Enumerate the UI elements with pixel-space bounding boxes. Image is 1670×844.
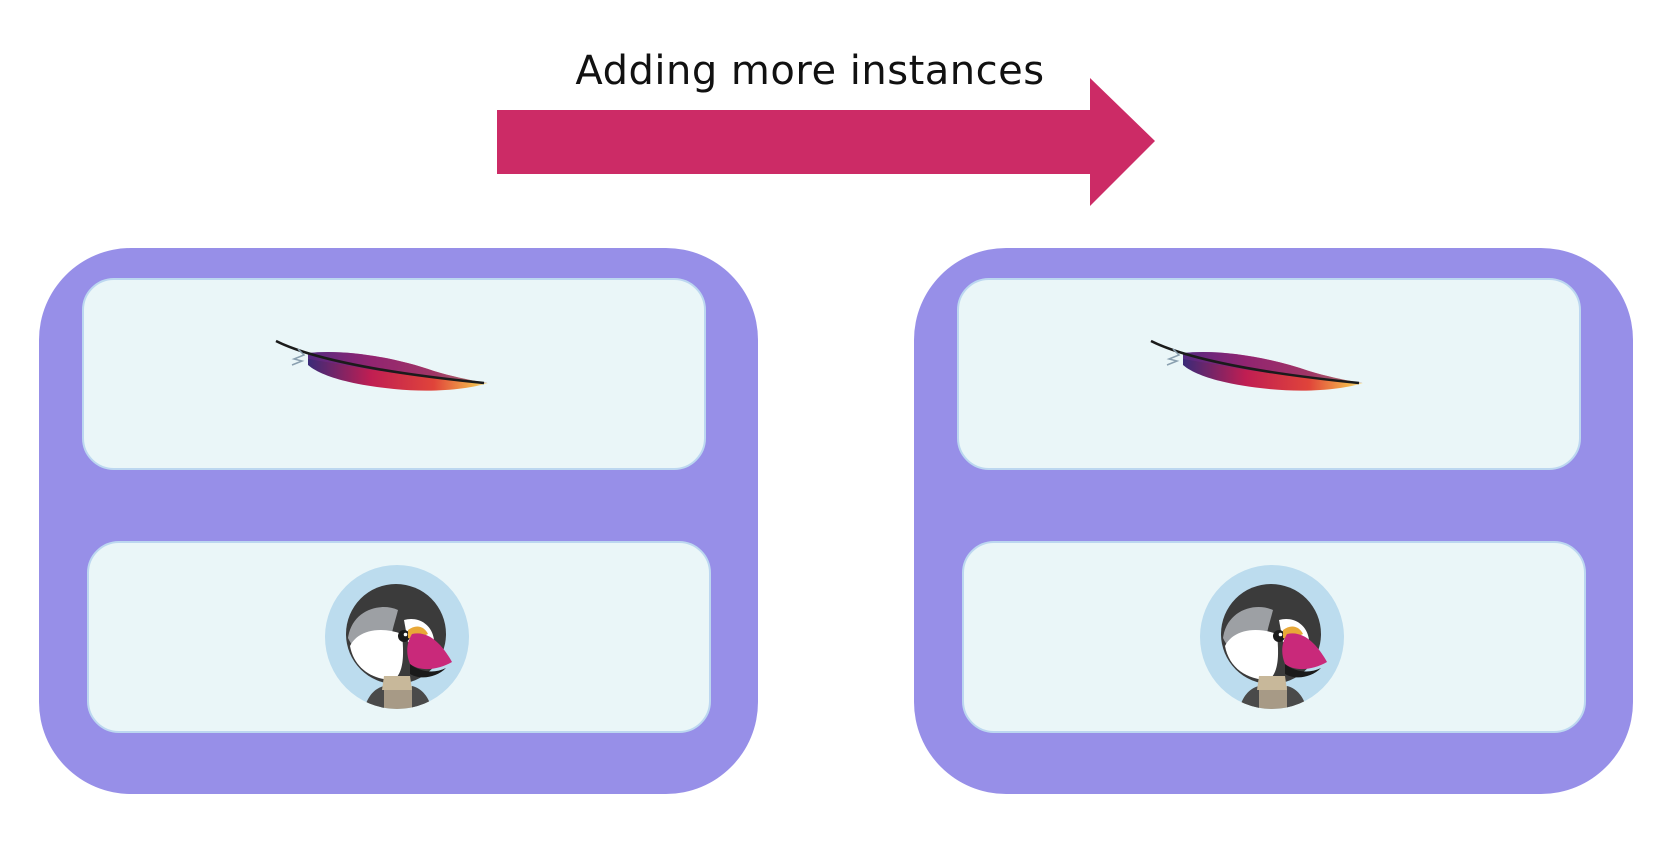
prestashop-puffin-icon xyxy=(325,565,469,709)
instance-after xyxy=(914,248,1633,794)
right-arrow-icon xyxy=(497,78,1155,206)
web-server-slot xyxy=(957,278,1581,470)
diagram-title: Adding more instances xyxy=(575,48,1045,94)
instance-before xyxy=(39,248,758,794)
web-server-slot xyxy=(82,278,706,470)
arrow-shape xyxy=(497,78,1155,206)
app-server-slot xyxy=(87,541,711,733)
prestashop-puffin-icon xyxy=(1200,565,1344,709)
apache-feather-icon xyxy=(1150,339,1363,391)
apache-feather-icon xyxy=(275,339,488,391)
app-server-slot xyxy=(962,541,1586,733)
